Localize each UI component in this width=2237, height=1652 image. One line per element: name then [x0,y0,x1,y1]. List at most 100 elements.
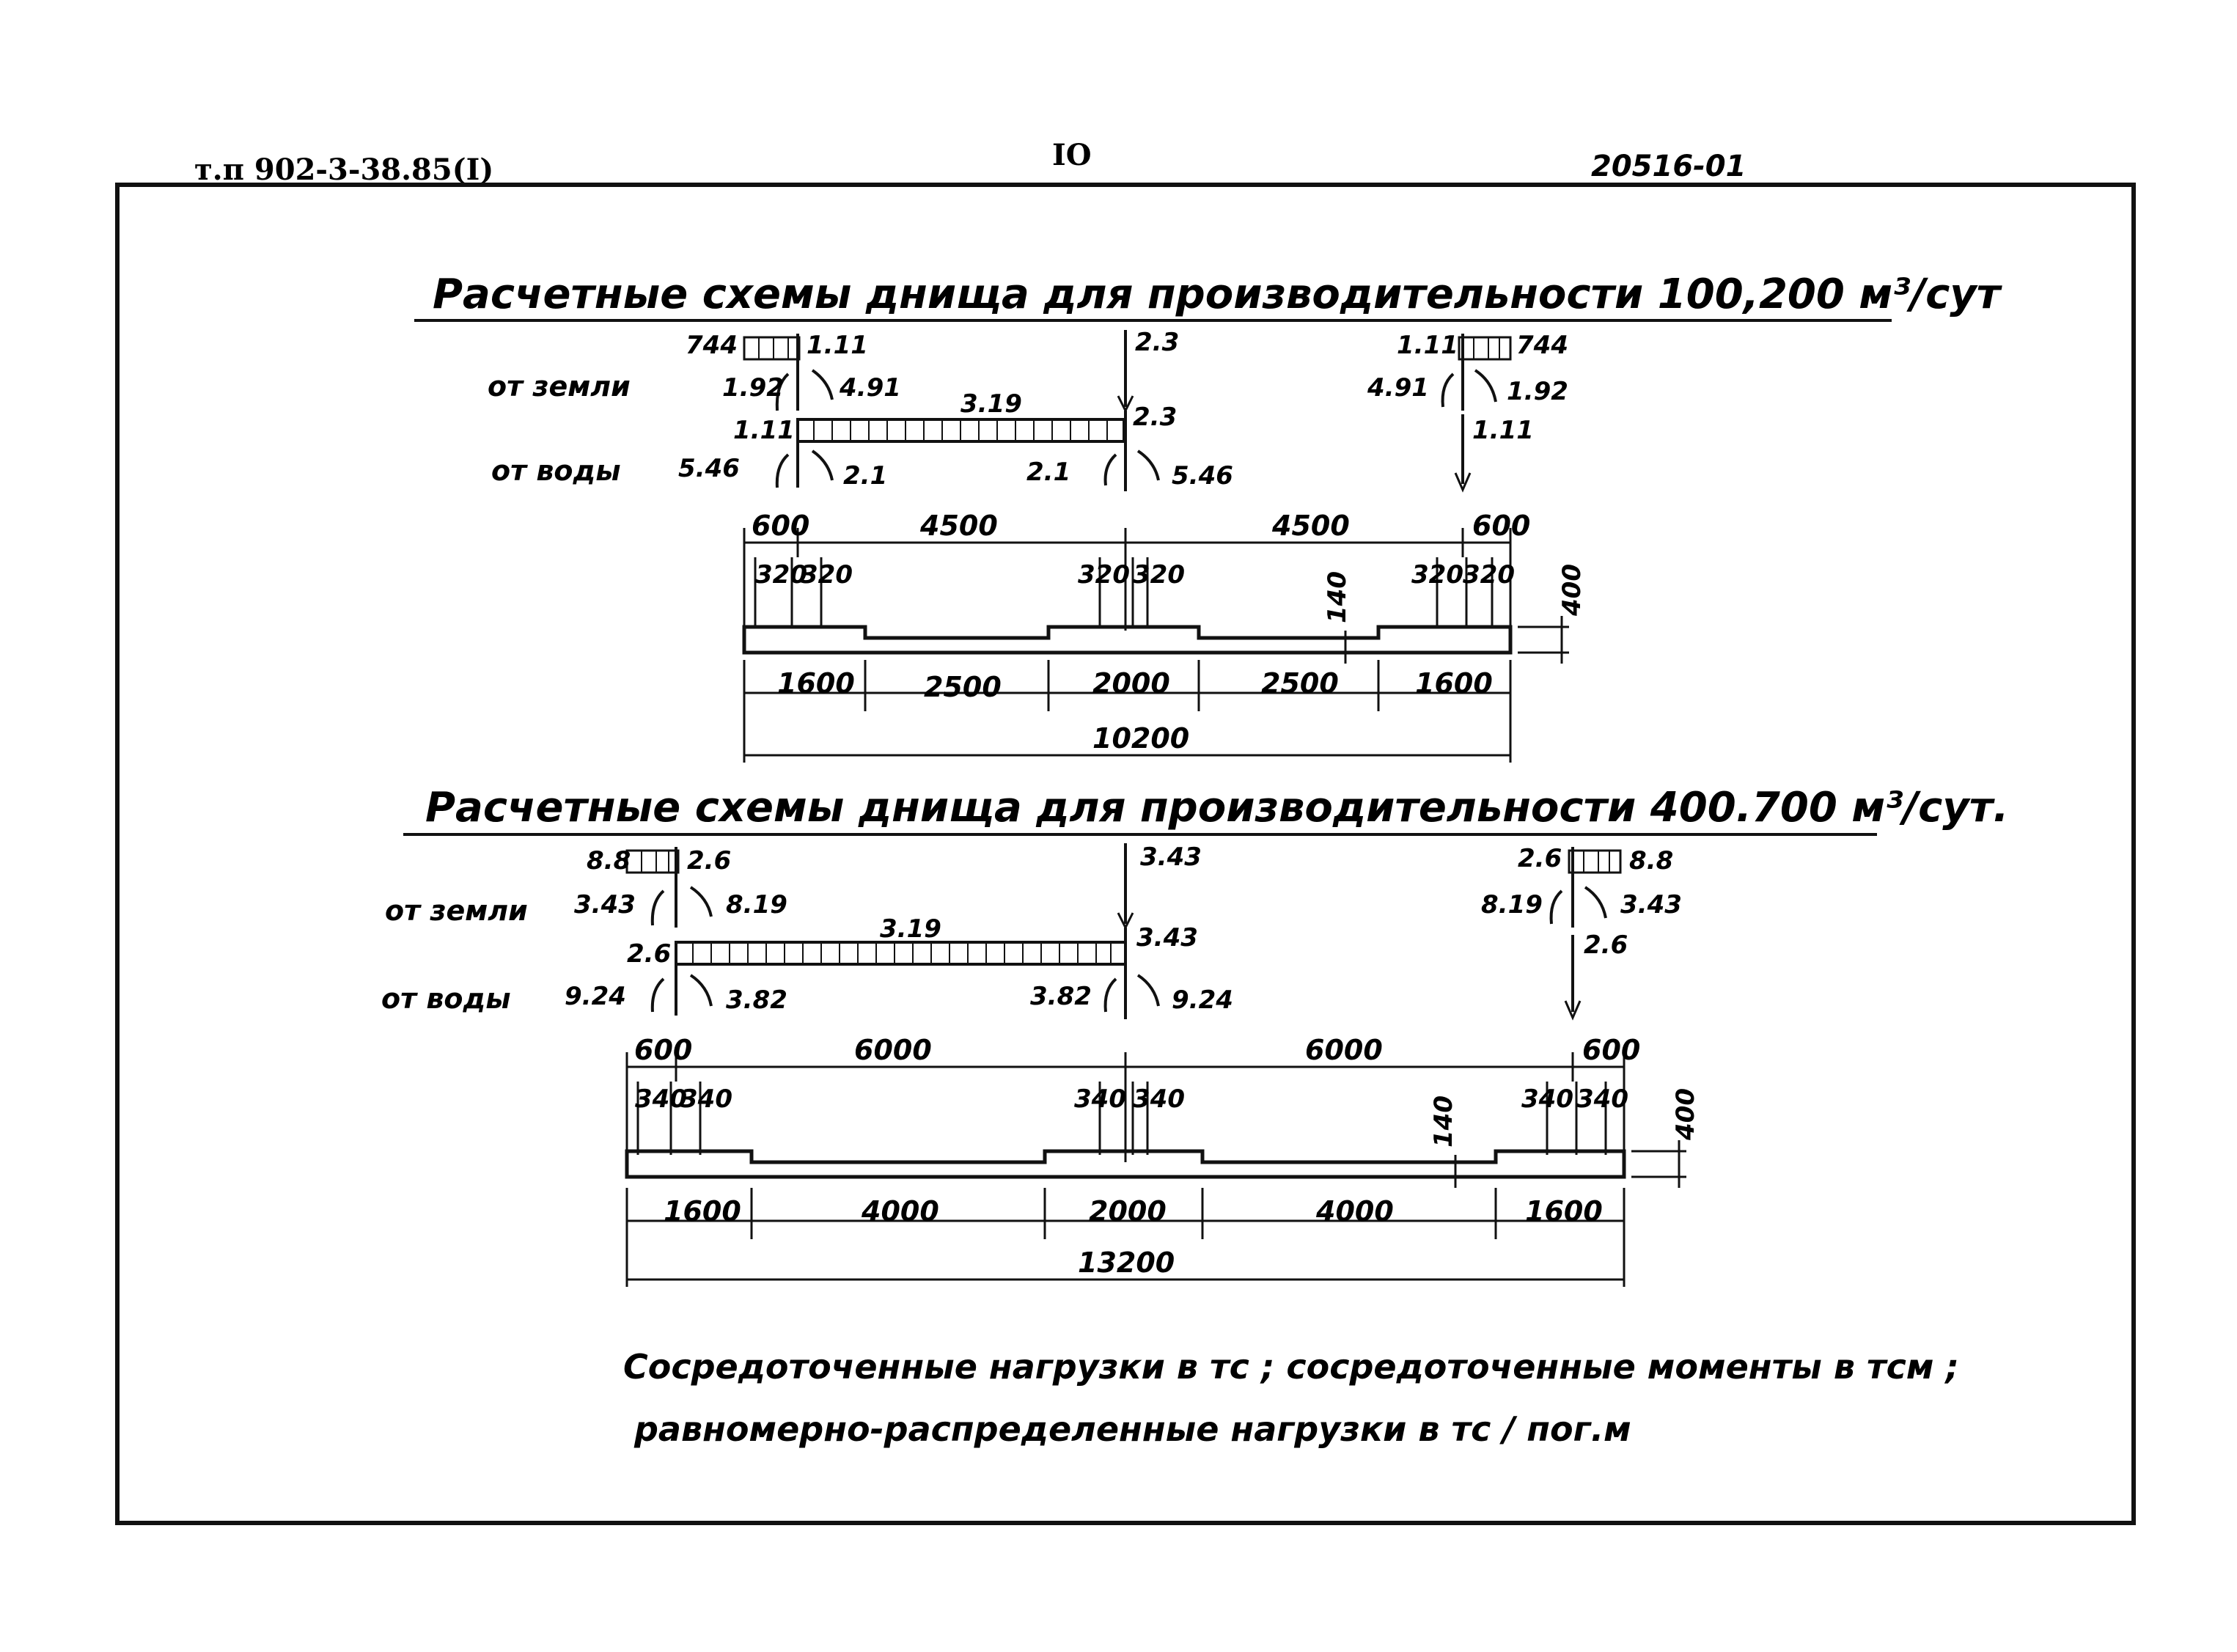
scheme-1-dim-sub-5: 320 [1463,560,1515,590]
scheme-1-dim-sub-2: 320 [1078,560,1130,590]
scheme-1-dim-total: 10200 [1092,722,1189,755]
scheme-2: Расчетные схемы днища для производительн… [381,784,2009,1287]
scheme-2-sub-dim-ticks [636,1082,1607,1155]
scheme-1-soil-left-moment-right-value: 4.91 [839,373,901,403]
scheme-1-distributed-load-hatch [813,419,1108,441]
scheme-2-soil-left-point-value: 2.6 [687,846,731,875]
scheme-1-dim-bottom-2: 2000 [1092,667,1170,700]
scheme-2-slab-thickness: 400 [1671,1088,1700,1141]
scheme-2-soil-left-uniform-value: 8.8 [587,846,631,875]
note-line-1: Сосредоточенные нагрузки в тс ; сосредот… [623,1347,1959,1387]
scheme-1-distributed-value: 3.19 [960,389,1022,419]
scheme-2-dim-sub-4: 340 [1521,1084,1573,1114]
scheme-2-soil-right-moment-left-value: 8.19 [1481,890,1543,919]
scheme-2-dim-top-3: 600 [1582,1034,1640,1066]
scheme-2-title: Расчетные схемы днища для производительн… [425,784,2009,831]
scheme-2-water-left-point-value: 2.6 [627,939,671,969]
scheme-1-water-left-point-value: 1.11 [733,416,795,445]
scheme-1-soil-right-point-value: 1.11 [1397,331,1458,360]
scheme-1-dim-sub-1: 320 [801,560,853,590]
scheme-2-dim-top-1: 6000 [854,1034,932,1066]
scheme-2-dim-total: 13200 [1078,1247,1175,1279]
scheme-2-soil-right-uniform-value: 8.8 [1629,846,1673,875]
scheme-2-dim-top-2: 6000 [1305,1034,1383,1066]
scheme-1: Расчетные схемы днища для производительн… [414,271,2003,763]
scheme-2-soil-left-moment-left-value: 3.43 [574,890,636,919]
scheme-2-soil-right-uniform-load [1568,849,1622,874]
scheme-2-water-center-moment-right [1136,974,1160,1007]
scheme-2-soil-right-point-value: 2.6 [1518,844,1562,873]
scheme-1-water-center-moment-right [1136,449,1160,481]
scheme-1-soil-right-moment-right [1474,369,1497,403]
scheme-1-water-left-moment-right-value: 2.1 [843,461,887,491]
scheme-1-slab-thickness: 400 [1557,564,1587,617]
drawing-frame [115,183,2136,1525]
scheme-2-dim-sub-5: 340 [1576,1084,1628,1114]
doc-code: т.п 902-3-38.85(I) [194,153,493,187]
scheme-1-water-center-point-value: 2.3 [1133,403,1177,432]
scheme-2-soil-left-moment-right [689,886,713,917]
scheme-1-dim-bottom-0: 1600 [777,667,855,700]
scheme-2-water-center-moment-left-value: 3.82 [1030,982,1092,1011]
scheme-2-distributed-value: 3.19 [880,914,941,944]
scheme-2-water-right-point-value: 2.6 [1584,930,1628,960]
scheme-1-soil-left-moment-right [811,369,834,400]
scheme-2-soil-right-moment-right [1584,886,1607,919]
scheme-1-soil-left-moment-left-value: 1.92 [722,373,784,403]
scheme-2-dim-sub-3: 340 [1133,1084,1185,1114]
scheme-1-soil-right-moment-left [1441,372,1455,408]
scheme-2-water-left-moment-right [689,974,713,1007]
scheme-2-dim-top-0: 600 [634,1034,692,1066]
scheme-2-water-center-point-value: 3.43 [1136,923,1198,952]
scheme-2-dim-bottom-3: 4000 [1315,1195,1394,1227]
scheme-1-soil-right-uniform-value: 744 [1516,331,1568,360]
scheme-2-label-water: от воды [381,983,511,1015]
scheme-2-step-height: 140 [1429,1095,1458,1148]
note-line-2: равномерно-распределенные нагрузки в тс … [633,1409,1631,1449]
scheme-1-dim-bottom-4: 1600 [1415,667,1493,700]
scheme-1-soil-left-uniform-load [743,336,801,361]
scheme-2-soil-left-uniform-load [625,849,680,874]
scheme-1-water-left-moment-left-value: 5.46 [678,454,740,483]
scheme-2-soil-center-value: 3.43 [1140,842,1202,872]
scheme-1-soil-right-moment-left-value: 4.91 [1367,373,1429,403]
scheme-2-dim-bottom-2: 2000 [1089,1195,1167,1227]
scheme-1-soil-left-moment-left [775,372,790,411]
scheme-1-dim-sub-3: 320 [1133,560,1185,590]
scheme-2-slab-profile [625,1149,1626,1179]
scheme-1-soil-right-uniform-load [1458,336,1512,361]
scheme-1-soil-right-moment-right-value: 1.92 [1507,377,1568,406]
scheme-1-dim-top-1: 4500 [919,510,998,542]
scheme-1-label-water: от воды [491,455,621,487]
scheme-2-water-left-moment-left [650,977,665,1013]
scheme-1-slab-profile [742,625,1513,655]
scheme-1-dim-bottom-3: 2500 [1261,667,1339,700]
scheme-1-dim-sub-0: 320 [755,560,807,590]
scheme-2-distributed-load-hatch [692,942,1112,964]
sheet-code: 20516-01 [1591,150,1746,183]
scheme-1-water-left-moment-left [775,453,790,488]
scheme-1-water-left-moment-right [811,449,834,481]
scheme-1-water-center-moment-left-value: 2.1 [1026,458,1070,487]
scheme-2-soil-left-moment-right-value: 8.19 [726,890,787,919]
scheme-2-label-soil: от земли [385,895,528,927]
scheme-2-soil-right-moment-left [1549,889,1563,925]
scheme-2-dim-bottom-0: 1600 [664,1195,741,1227]
page-number: IO [1052,138,1092,172]
scheme-2-dim-sub-2: 340 [1074,1084,1126,1114]
scheme-1-water-right-point-value: 1.11 [1472,416,1534,445]
scheme-1-sub-dim-ticks [754,557,1494,627]
scheme-1-soil-left-point-value: 1.11 [807,331,868,360]
scheme-2-water-center-moment-left [1103,977,1117,1013]
scheme-1-dim-top-3: 600 [1472,510,1530,542]
scheme-1-dim-top-0: 600 [752,510,809,542]
scheme-2-distributed-load [675,941,1127,966]
scheme-2-water-left-moment-right-value: 3.82 [726,985,787,1015]
scheme-2-dim-bottom-4: 1600 [1525,1195,1603,1227]
scheme-2-soil-right-moment-right-value: 3.43 [1620,890,1682,919]
scheme-2-soil-left-moment-left [650,889,665,926]
scheme-2-dim-sub-1: 340 [680,1084,732,1114]
scheme-1-soil-center-value: 2.3 [1135,328,1179,357]
scheme-1-water-center-moment-right-value: 5.46 [1172,461,1233,491]
